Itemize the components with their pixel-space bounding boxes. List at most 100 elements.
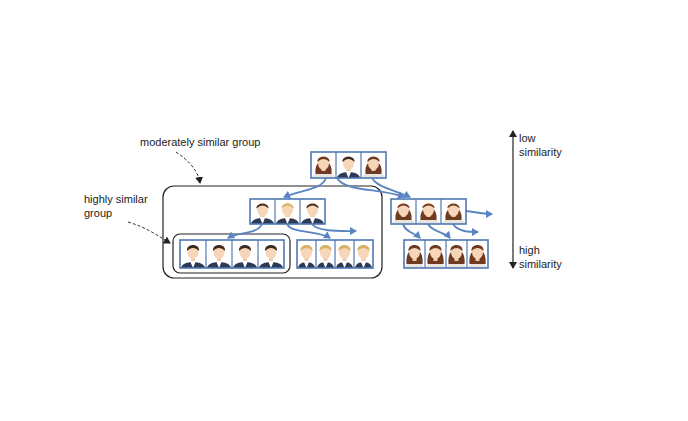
face-part <box>318 156 329 170</box>
face-part <box>416 199 441 224</box>
face-part <box>233 262 257 268</box>
tree-arrow <box>428 224 450 238</box>
face-part <box>276 218 299 224</box>
strip-frame <box>297 240 373 268</box>
face-part <box>232 240 258 268</box>
face-part <box>187 245 199 251</box>
face-part <box>256 204 268 209</box>
photo-strip <box>250 199 325 224</box>
face-part <box>425 240 446 268</box>
group-label: moderately similar group <box>140 135 290 149</box>
face-part <box>361 261 367 268</box>
face-part <box>306 204 318 209</box>
face-part <box>310 217 316 224</box>
face-part <box>472 245 483 259</box>
face-part <box>240 245 251 259</box>
face-part <box>391 199 416 224</box>
face-part <box>285 217 291 224</box>
face-part <box>301 245 312 259</box>
face-part <box>251 218 274 224</box>
face-part <box>447 204 459 209</box>
cell-divider <box>205 240 206 268</box>
photo-strip <box>297 240 373 268</box>
face-part <box>404 240 425 268</box>
face-part <box>298 262 315 268</box>
cell-divider <box>466 240 467 268</box>
face-part <box>336 152 361 178</box>
strip-frame <box>404 240 488 268</box>
face-part <box>180 240 206 268</box>
face-part <box>346 171 352 178</box>
face-part <box>361 152 386 178</box>
face-part <box>214 245 225 259</box>
face-part <box>260 217 266 224</box>
face-part <box>335 240 354 268</box>
tree-arrow <box>228 224 262 238</box>
face-part <box>282 203 293 217</box>
tree-arrow <box>312 224 356 231</box>
face-part <box>268 261 274 268</box>
cell-divider <box>334 240 335 268</box>
face-part <box>367 157 379 162</box>
cell-divider <box>231 240 232 268</box>
face-part <box>357 245 369 251</box>
face-part <box>181 262 205 268</box>
cell-divider <box>335 152 336 178</box>
face-part <box>317 157 329 162</box>
cell-divider <box>299 199 300 224</box>
face-part <box>354 240 373 268</box>
tree-arrow <box>453 224 478 232</box>
face-part <box>471 245 483 251</box>
face-part <box>342 157 354 162</box>
face-part <box>259 262 283 268</box>
face-part <box>467 240 488 268</box>
face-part <box>207 262 231 268</box>
tree-arrow <box>403 224 420 238</box>
strip-frame <box>311 152 386 178</box>
face-part <box>213 245 225 251</box>
face-part <box>368 156 379 170</box>
photo-strip <box>180 240 284 268</box>
face-part <box>320 245 331 259</box>
face-part <box>355 262 372 268</box>
strip-frame <box>391 199 466 224</box>
face-part <box>398 203 409 217</box>
face-part <box>297 240 316 268</box>
cell-divider <box>274 199 275 224</box>
strip-frame <box>250 199 325 224</box>
photo-strip <box>391 199 466 224</box>
face-part <box>338 245 350 251</box>
face-part <box>307 203 318 217</box>
face-part <box>337 172 360 178</box>
tree-arrow <box>287 224 330 238</box>
face-part <box>216 261 222 268</box>
cell-divider <box>440 199 441 224</box>
face-part <box>423 203 434 217</box>
face-part <box>451 245 462 259</box>
high-group-outline <box>173 234 290 273</box>
face-part <box>323 261 329 268</box>
cell-divider <box>445 240 446 268</box>
face-part <box>275 199 300 224</box>
face-part <box>300 199 325 224</box>
face-part <box>239 245 251 251</box>
face-part <box>336 262 353 268</box>
cell-divider <box>415 199 416 224</box>
group-label: highly similar group <box>84 192 164 221</box>
face-part <box>397 204 409 209</box>
face-part <box>342 261 348 268</box>
axis-label: high similarity <box>519 243 575 272</box>
face-part <box>429 245 441 251</box>
face-part <box>266 245 277 259</box>
face-part <box>304 261 310 268</box>
face-part <box>316 240 335 268</box>
face-part <box>448 203 459 217</box>
tree-arrow <box>466 211 492 214</box>
face-part <box>317 262 334 268</box>
face-part <box>206 240 232 268</box>
cell-divider <box>424 240 425 268</box>
face-part <box>190 261 196 268</box>
tree-arrow <box>372 178 410 197</box>
face-part <box>408 245 420 251</box>
face-part <box>301 218 324 224</box>
